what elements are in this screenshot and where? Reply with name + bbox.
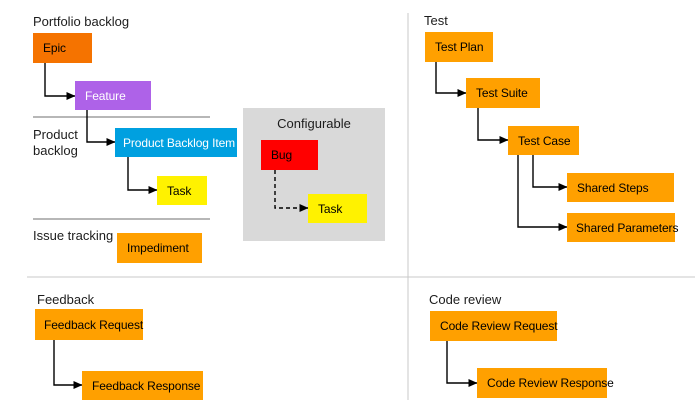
section-label-test: Test <box>424 13 448 28</box>
node-code-review-request: Code Review Request <box>430 311 558 341</box>
node-feedback-request: Feedback Request <box>35 309 143 340</box>
node-task-configurable: Task <box>308 194 367 223</box>
node-shared-parameters: Shared Parameters <box>567 213 678 242</box>
node-bug: Bug <box>261 140 318 170</box>
connector-bug-task-dashed <box>274 170 309 212</box>
connector-product-backlog-item-task <box>127 157 158 194</box>
connector-test-suite-test-case <box>477 108 509 144</box>
connector-code-review-request-response <box>446 341 478 387</box>
node-epic: Epic <box>33 33 92 63</box>
node-impediment: Impediment <box>117 233 202 263</box>
node-test-case: Test Case <box>508 126 579 155</box>
node-code-review-response: Code Review Response <box>477 368 614 398</box>
connector-epic-feature <box>44 63 76 100</box>
section-label-portfolio-backlog: Portfolio backlog <box>33 14 130 29</box>
node-product-backlog-item: Product Backlog Item <box>115 128 237 157</box>
node-shared-steps: Shared Steps <box>567 173 674 202</box>
section-label-issue-tracking: Issue tracking <box>33 228 114 243</box>
connector-feature-product-backlog-item <box>86 110 116 146</box>
section-label-feedback: Feedback <box>37 292 95 307</box>
connector-test-case-shared-parameters <box>517 155 568 231</box>
section-label-product-backlog: Product backlog <box>33 127 78 159</box>
node-feature: Feature <box>75 81 151 110</box>
node-feedback-response: Feedback Response <box>82 371 203 400</box>
node-task-product: Task <box>157 176 207 205</box>
connector-feedback-request-response <box>53 340 83 389</box>
section-label-code-review: Code review <box>429 292 502 307</box>
connector-test-plan-test-suite <box>435 62 467 97</box>
node-test-suite: Test Suite <box>466 78 540 108</box>
connector-test-case-shared-steps <box>532 155 568 191</box>
node-test-plan: Test Plan <box>425 32 493 62</box>
configurable-panel-title: Configurable <box>277 116 351 131</box>
